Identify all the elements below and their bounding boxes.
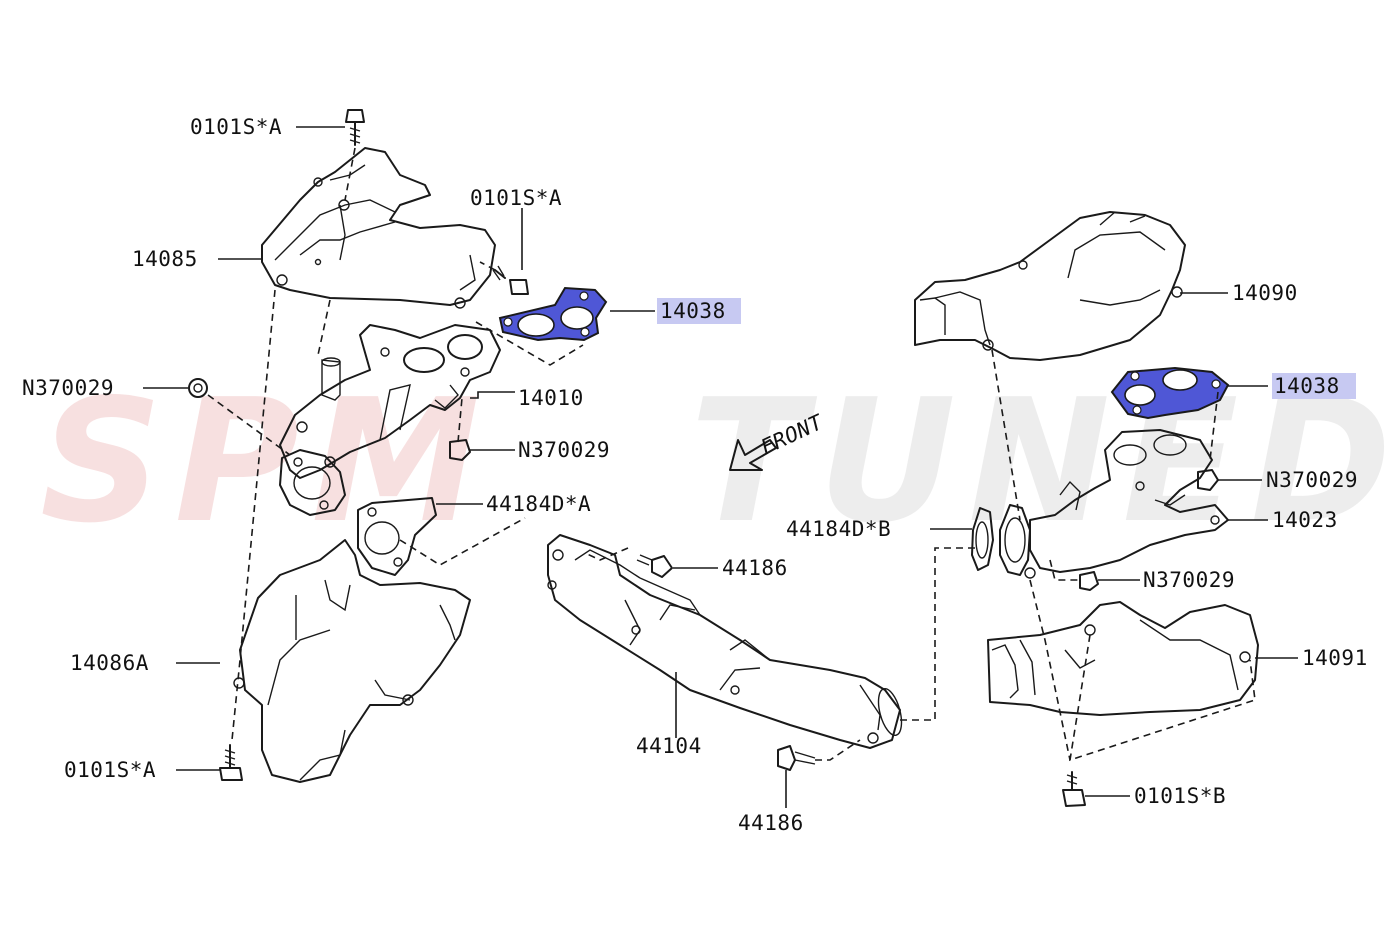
guide-line-manifold: [317, 299, 331, 356]
heat-shield-14085[interactable]: [261, 147, 496, 309]
gasket-14038-left[interactable]: [475, 286, 608, 366]
exhaust-manifold-14010[interactable]: [279, 324, 501, 479]
watermark-left: SPM: [40, 363, 492, 561]
heat-shield-14090[interactable]: [914, 211, 1186, 361]
label-14085: 14085: [132, 247, 198, 271]
label-44186-upper: 44186: [722, 556, 788, 580]
label-44184D-A: 44184D*A: [486, 492, 591, 516]
bolt-0101S-A-bottom[interactable]: [219, 744, 243, 781]
guide-line-right-lower: [1029, 579, 1071, 761]
label-0101S-B: 0101S*B: [1134, 784, 1226, 808]
label-highlight-14038-left: [657, 298, 741, 324]
nut-N370029-left[interactable]: [188, 378, 291, 456]
label-N370029-left: N370029: [22, 376, 114, 400]
label-14038-right: 14038: [1274, 374, 1340, 398]
label-0101S-A-top: 0101S*A: [190, 115, 282, 139]
guide-line-right-shield: [991, 349, 1021, 521]
label-N370029-right: N370029: [1266, 468, 1358, 492]
bolt-0101S-B[interactable]: [1062, 771, 1086, 807]
manifold-outlet-flange-left[interactable]: [279, 449, 346, 516]
nut-N370029-right[interactable]: [1197, 469, 1219, 491]
nut-N370029-lower[interactable]: [1049, 559, 1099, 591]
label-N370029-lower: N370029: [1143, 568, 1235, 592]
label-14091: 14091: [1302, 646, 1368, 670]
nut-N370029-center[interactable]: [449, 397, 471, 461]
label-14090: 14090: [1232, 281, 1298, 305]
gasket-44184D-A[interactable]: [357, 497, 526, 576]
bolt-0101S-A-top[interactable]: [344, 109, 365, 201]
label-0101S-A-mid: 0101S*A: [470, 186, 562, 210]
label-N370029-center: N370029: [518, 438, 610, 462]
manifold-outlet-flange-right[interactable]: [999, 504, 1036, 579]
label-14086A: 14086A: [70, 651, 149, 675]
label-14038-left: 14038: [660, 299, 726, 323]
front-pipe-44104[interactable]: [547, 534, 906, 749]
part-labels: 0101S*A 0101S*A 14085 14038 N370029 1401…: [22, 115, 1368, 835]
bolt-44186-lower[interactable]: [777, 739, 861, 771]
label-0101S-A-bottom: 0101S*A: [64, 758, 156, 782]
exhaust-manifold-14023[interactable]: [1029, 429, 1229, 573]
guide-line-pipe-to-right: [900, 547, 975, 721]
gasket-44184D-B[interactable]: [971, 507, 994, 571]
gasket-14038-right[interactable]: [1110, 366, 1230, 461]
guide-line-right-lower2: [1069, 634, 1256, 762]
leader-lines: [143, 126, 1298, 808]
label-44104: 44104: [636, 734, 702, 758]
label-44186-lower: 44186: [738, 811, 804, 835]
label-14010: 14010: [518, 386, 584, 410]
heat-shield-14086A[interactable]: [233, 539, 471, 783]
bolt-0101S-A-mid[interactable]: [479, 261, 529, 295]
label-14023: 14023: [1272, 508, 1338, 532]
guide-line-left-shield: [231, 289, 276, 741]
label-highlight-14038-right: [1272, 373, 1356, 399]
bolt-44186-upper[interactable]: [584, 547, 673, 578]
label-44184D-B: 44184D*B: [786, 517, 891, 541]
heat-shield-14091[interactable]: [987, 601, 1259, 716]
